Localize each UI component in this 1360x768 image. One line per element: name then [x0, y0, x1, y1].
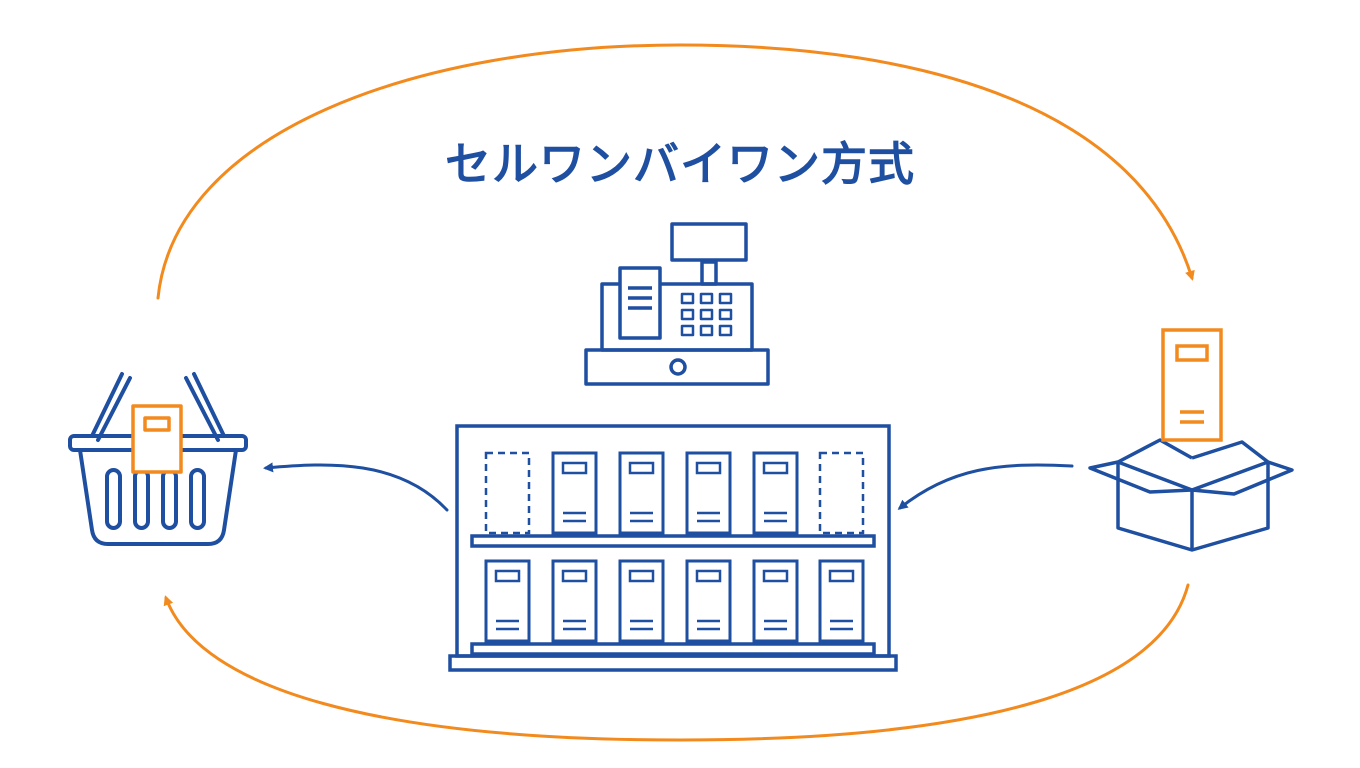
- shelf-product-icon: [551, 451, 598, 535]
- product-package-icon: [1161, 328, 1223, 442]
- shelf-product-icon: [752, 559, 799, 643]
- empty-slot: [484, 451, 531, 535]
- basket-product-icon: [131, 404, 183, 474]
- empty-slot: [818, 451, 865, 535]
- shelf-product-icon: [618, 451, 665, 535]
- shelf-product-icon: [752, 451, 799, 535]
- shelf-product-icon: [618, 559, 665, 643]
- bottom-cycle-arrow: [163, 583, 1190, 742]
- page-title: セルワンバイワン方式: [445, 137, 915, 191]
- top-cycle-arrow: [156, 43, 1195, 300]
- box-to-shelf-arrow: [897, 463, 1074, 510]
- shopping-basket-icon: [68, 372, 248, 546]
- shelf-product-icon: [818, 559, 865, 643]
- store-shelf-icon: [448, 424, 898, 672]
- cash-register-icon: [584, 222, 770, 386]
- shelf-product-icon: [551, 559, 598, 643]
- shelf-product-icon: [685, 559, 732, 643]
- shelf-product-icon: [685, 451, 732, 535]
- shelf-product-icon: [484, 559, 531, 643]
- open-box-icon: [1088, 438, 1294, 552]
- shelf-to-basket-arrow: [263, 462, 449, 512]
